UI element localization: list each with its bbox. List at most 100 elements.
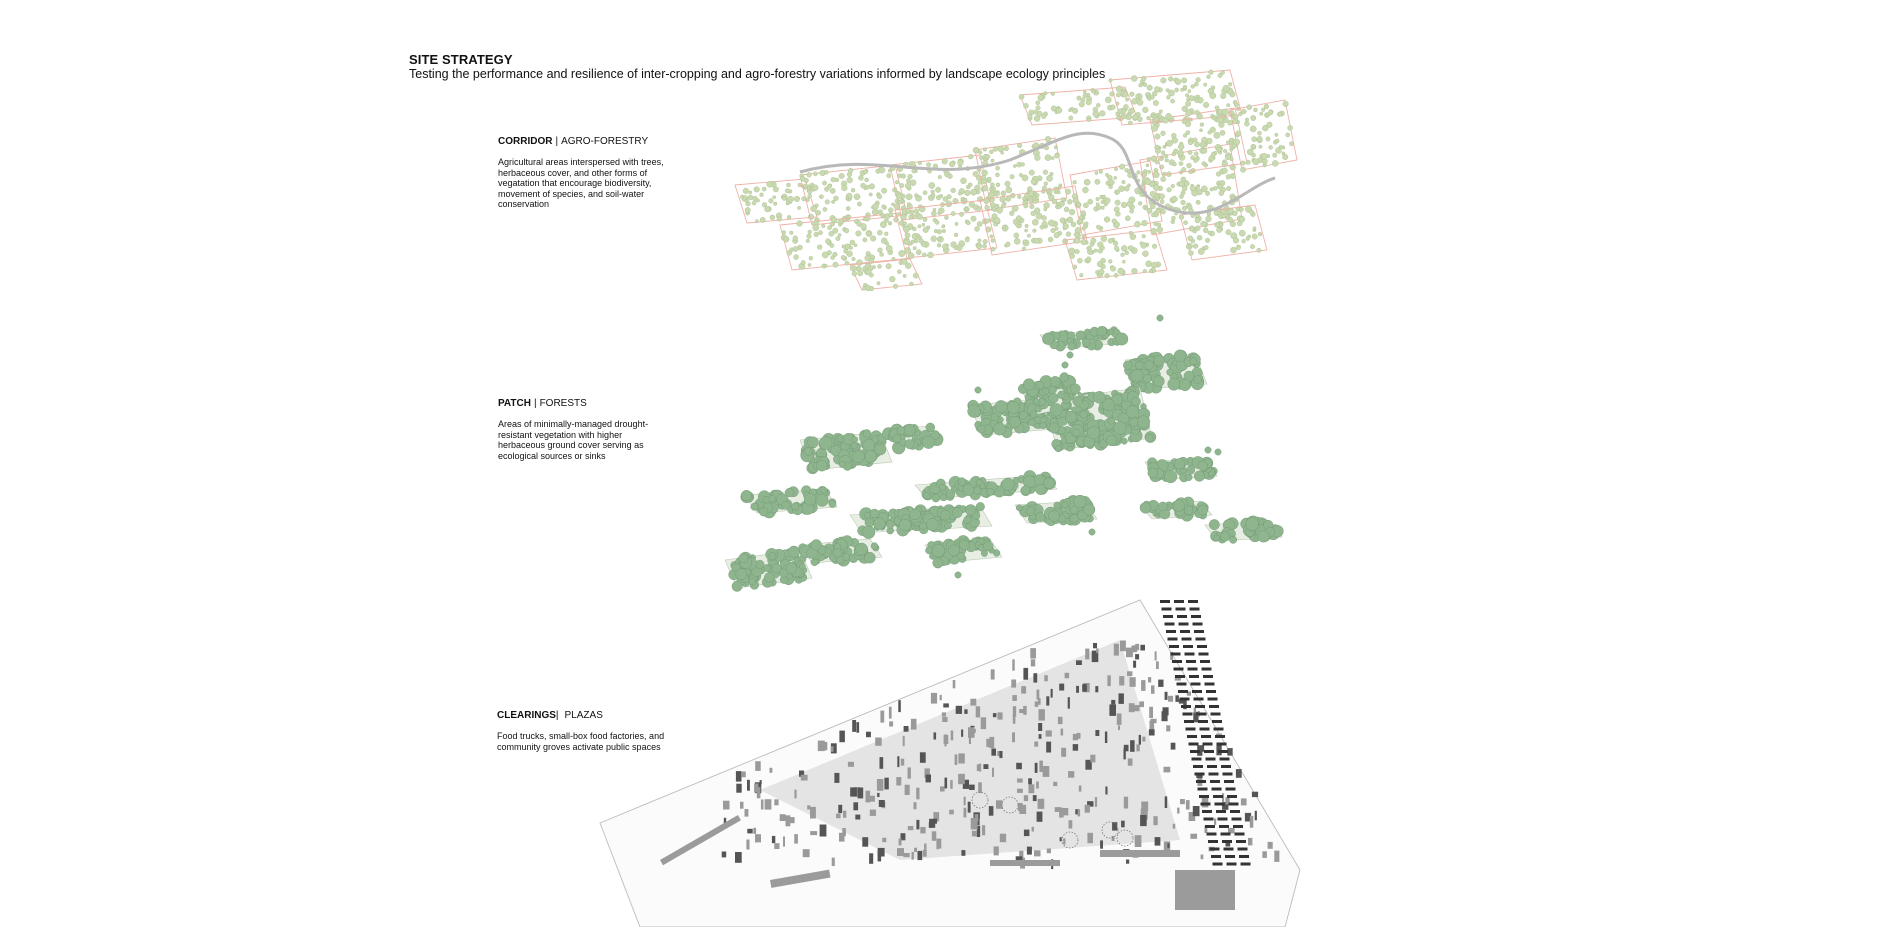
corridor-tree — [794, 195, 801, 202]
corridor-tree — [1196, 234, 1203, 241]
corridor-tree — [1047, 236, 1054, 243]
corridor-tree — [1151, 261, 1158, 269]
corridor-tree — [1265, 136, 1271, 142]
corridor-tree — [1229, 221, 1236, 228]
plaza-building — [800, 774, 808, 781]
parking-stall — [1207, 765, 1217, 768]
plaza-building — [896, 777, 902, 786]
plaza-building — [1123, 748, 1126, 760]
corridor-tree — [785, 188, 790, 194]
plaza-building — [919, 752, 926, 763]
plaza-building — [963, 807, 967, 818]
plaza-building — [1087, 801, 1094, 807]
corridor-tree — [895, 192, 903, 200]
plaza-building — [1068, 771, 1075, 778]
corridor-tree — [1145, 163, 1150, 168]
forest-tree — [1048, 510, 1060, 522]
corridor-tree — [1068, 209, 1076, 216]
corridor-tree — [1009, 210, 1015, 216]
corridor-tree — [1194, 81, 1199, 87]
corridor-tree — [1124, 250, 1129, 256]
forest-tree — [1197, 504, 1209, 516]
plaza-building — [1050, 688, 1053, 698]
corridor-tree — [917, 224, 922, 229]
corridor-tree — [1107, 238, 1114, 244]
forest-tree — [1135, 361, 1144, 370]
plaza-building — [1164, 691, 1168, 700]
parking-stall — [1202, 742, 1213, 746]
plaza-building — [869, 809, 876, 816]
corridor-tree — [872, 203, 879, 210]
corridor-tree — [827, 225, 832, 230]
plaza-building — [1249, 815, 1254, 828]
plaza-building — [1141, 680, 1146, 691]
plaza-building — [970, 698, 977, 706]
corridor-tree — [772, 195, 777, 199]
forest-tree — [909, 508, 921, 520]
corridor-tree — [1232, 237, 1239, 244]
corridor-tree — [1046, 175, 1053, 182]
forest-tree — [931, 493, 941, 503]
parking-stall — [1225, 787, 1236, 791]
corridor-tree — [808, 256, 813, 261]
corridor-tree — [1190, 84, 1195, 89]
parking-stall — [1204, 750, 1214, 753]
parking-stall — [1233, 825, 1243, 828]
plaza-building — [1011, 679, 1017, 688]
corridor-tree — [1053, 145, 1058, 150]
plaza-building — [754, 783, 759, 793]
forest-tree — [1049, 376, 1061, 387]
plaza-building — [1192, 806, 1200, 817]
corridor-tree — [927, 251, 934, 259]
corridor-tree — [1152, 196, 1157, 201]
plaza-building — [723, 800, 730, 810]
plaza-building — [922, 849, 927, 857]
corridor-tree — [1256, 247, 1262, 253]
corridor-tree — [977, 238, 982, 243]
corridor-tree — [1003, 145, 1009, 152]
parking-stall — [1207, 697, 1218, 701]
plaza-building — [1183, 699, 1187, 710]
corridor-tree — [1147, 97, 1152, 101]
corridor-tree — [989, 149, 994, 155]
forest-tree — [1144, 360, 1154, 370]
corridor-tree — [1122, 91, 1129, 98]
plaza-building — [1214, 818, 1217, 825]
forest-tree — [1115, 332, 1129, 346]
forest-tree — [1072, 428, 1081, 437]
plaza-building — [936, 844, 939, 850]
plaza-building — [1148, 677, 1152, 683]
corridor-tree — [1217, 73, 1223, 78]
plaza-building — [1123, 796, 1129, 809]
forest-tree — [904, 439, 915, 449]
corridor-tree — [1118, 185, 1125, 192]
forest-tree — [1145, 434, 1154, 443]
forest-tree — [957, 552, 966, 561]
forest-tree — [1061, 361, 1069, 369]
corridor-tree — [1108, 78, 1113, 83]
corridor-tree — [1210, 152, 1216, 157]
plaza-building — [897, 848, 904, 856]
corridor-tree — [810, 182, 815, 187]
plaza-building — [746, 839, 750, 850]
parking-stall — [1195, 637, 1206, 641]
forest-tree — [1113, 421, 1127, 435]
plaza-building — [975, 706, 981, 718]
corridor-tree — [1069, 253, 1075, 259]
plaza-building — [1162, 707, 1169, 716]
corridor-tree — [1060, 197, 1066, 202]
corridor-tree — [1226, 103, 1231, 108]
forest-tree — [1072, 396, 1083, 407]
corridor-tree — [829, 187, 836, 194]
plaza-building — [853, 802, 859, 811]
parking-stall — [1196, 780, 1206, 783]
plaza-slab — [769, 869, 831, 888]
page-title: SITE STRATEGY — [409, 52, 513, 67]
forest-tree — [932, 557, 944, 569]
parking-stall — [1201, 735, 1211, 738]
parking-stall — [1160, 600, 1170, 603]
plaza-building — [1149, 706, 1153, 718]
plaza-building — [1077, 809, 1081, 817]
corridor-tree — [742, 187, 749, 194]
